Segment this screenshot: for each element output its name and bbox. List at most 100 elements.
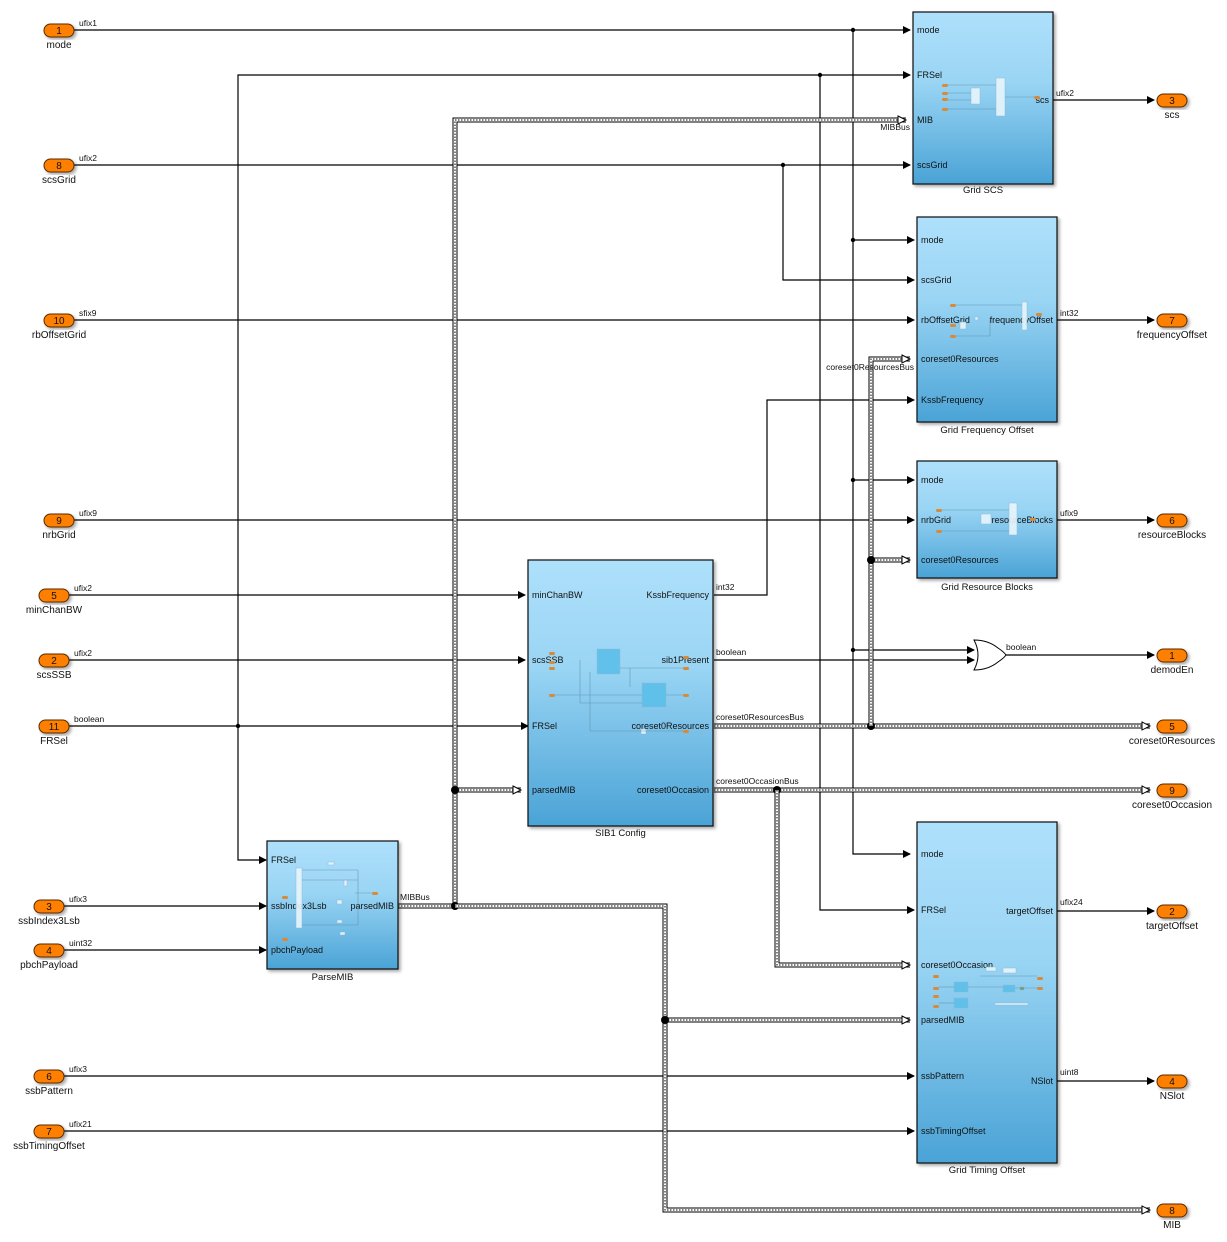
bus-branch-point <box>661 1016 669 1024</box>
inner-port-preview <box>282 896 288 899</box>
block-sib1-config[interactable]: minChanBWscsSSBFRSelparsedMIBKssbFrequen… <box>527 559 714 839</box>
block-body[interactable] <box>912 11 1054 185</box>
inport-shape[interactable] <box>38 588 70 603</box>
inner-subsystem-preview <box>959 321 967 330</box>
block-input-port-label: coreset0Occasion <box>921 960 993 970</box>
outport-shape[interactable] <box>1156 1074 1188 1089</box>
inport-shape[interactable] <box>38 653 70 668</box>
signal-line[interactable] <box>237 726 267 864</box>
block-parse-mib[interactable]: FRSelssbIndex3LsbpbchPayloadparsedMIBPar… <box>266 840 399 983</box>
inport-shape[interactable] <box>43 313 75 328</box>
inner-subsystem-preview <box>343 879 348 887</box>
outport-shape[interactable] <box>1156 93 1188 108</box>
block-input-port-label: scsGrid <box>917 160 948 170</box>
bus-line[interactable] <box>774 790 910 968</box>
bus-arrow <box>901 960 912 970</box>
inport-name: pbchPayload <box>20 960 78 971</box>
inport-shape[interactable] <box>33 1124 65 1139</box>
outport-number: 4 <box>1169 1077 1175 1088</box>
signal-type-label: sfix9 <box>79 308 97 318</box>
bus-line[interactable] <box>868 356 910 726</box>
bus-branch-point <box>867 556 875 564</box>
or-gate[interactable] <box>973 639 1007 671</box>
block-input-port-label: ssbPattern <box>921 1071 964 1081</box>
block-output-port-label: scs <box>1036 95 1050 105</box>
inport-shape[interactable] <box>33 899 65 914</box>
block-input-port-label: FRSel <box>532 721 557 731</box>
block-input-port-label: mode <box>921 235 944 245</box>
block-input-port-label: rbOffsetGrid <box>921 315 970 325</box>
inport-shape[interactable] <box>43 158 75 173</box>
block-body[interactable] <box>916 216 1058 423</box>
block-grid-frequency-offset[interactable]: modescsGridrbOffsetGridcoreset0Resources… <box>916 216 1058 436</box>
inner-subsystem-preview <box>1021 301 1028 331</box>
signal-type-label: ufix9 <box>1060 508 1078 518</box>
inner-port-preview <box>683 694 689 697</box>
wire-mode-trunk[interactable] <box>852 30 911 858</box>
outport-shape[interactable] <box>1156 719 1188 734</box>
wire-KssbFrequency[interactable] <box>714 396 915 596</box>
outport-shape[interactable] <box>1156 313 1188 328</box>
signal-type-label: ufix3 <box>69 894 87 904</box>
inport-name: scsSSB <box>36 670 71 681</box>
inner-subsystem-preview <box>1019 986 1025 991</box>
inner-subsystem-preview <box>1008 502 1018 536</box>
block-grid-resource-blocks[interactable]: modenrbGridcoreset0ResourcesresourceBloc… <box>916 460 1058 593</box>
outport-shape[interactable] <box>1156 648 1188 663</box>
inner-subsystem-preview <box>994 1002 1029 1006</box>
inner-port-preview <box>549 694 555 697</box>
inner-subsystem-preview <box>970 87 981 105</box>
outport-shape[interactable] <box>1156 1203 1188 1218</box>
inner-subsystem-preview <box>327 861 335 866</box>
inport-shape[interactable] <box>43 23 75 38</box>
signal-line[interactable] <box>782 165 915 284</box>
block-body[interactable] <box>916 821 1058 1164</box>
block-input-port-label: mode <box>917 25 940 35</box>
wire-FRSel-trunk[interactable] <box>819 75 915 914</box>
block-output-port-label: frequencyOffset <box>990 315 1054 325</box>
inport-shape[interactable] <box>43 513 75 528</box>
inner-subsystem-preview <box>596 648 621 675</box>
bus-line-dots <box>870 358 910 726</box>
inport-shape[interactable] <box>38 719 70 734</box>
or-gate-shape[interactable] <box>973 639 1007 671</box>
inport-number: 4 <box>46 946 52 957</box>
block-name: SIB1 Config <box>595 828 646 839</box>
outport-shape[interactable] <box>1156 904 1188 919</box>
block-body[interactable] <box>527 559 714 827</box>
inport-shape[interactable] <box>33 943 65 958</box>
inport-pbchPayload[interactable]: 4 pbchPayload <box>20 943 78 971</box>
inport-shape[interactable] <box>33 1069 65 1084</box>
labels-layer: ufix1ufix2sfix9ufix9ufix2ufix2booleanufi… <box>69 18 1083 1129</box>
outport-shape[interactable] <box>1156 783 1188 798</box>
inport-name: scsGrid <box>42 175 76 186</box>
bus-line-dots <box>776 790 910 966</box>
wire-FRSel-up[interactable] <box>237 71 911 726</box>
block-input-port-label: FRSel <box>921 905 946 915</box>
block-grid-timing-offset[interactable]: modeFRSelcoreset0OccasionparsedMIBssbPat… <box>916 821 1058 1176</box>
outport-shape[interactable] <box>1156 513 1188 528</box>
inner-subsystem-preview <box>985 966 997 972</box>
block-output-port-label: KssbFrequency <box>646 590 709 600</box>
bus-line-inner <box>775 790 910 967</box>
